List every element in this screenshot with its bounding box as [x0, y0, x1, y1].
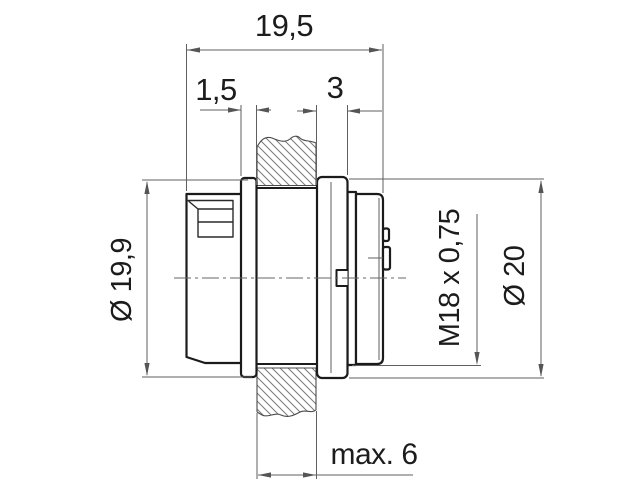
panel-section-top: [256, 135, 317, 187]
dim-label-overall-length: 19,5: [255, 8, 313, 43]
front-body: [354, 192, 385, 366]
dim-flange-width: 1,5: [195, 72, 271, 185]
rear-body-detail: [186, 199, 234, 238]
dim-front-diameter: Ø 20: [349, 178, 544, 379]
dim-label-panel-thickness: max. 6: [330, 438, 417, 471]
dim-label-front-diameter: Ø 20: [499, 246, 531, 307]
dim-body-diameter: Ø 19,9: [106, 179, 252, 378]
dim-thread-spec: M18 x 0,75: [352, 209, 481, 366]
dim-label-thread-spec: M18 x 0,75: [434, 209, 466, 347]
threaded-neck: [255, 187, 318, 365]
dim-label-body-diameter: Ø 19,9: [106, 238, 138, 322]
panel-break-line-top: [256, 135, 317, 148]
dim-nut-width: 3: [297, 70, 382, 185]
dim-overall-length: 19,5: [186, 8, 384, 193]
dim-label-flange-width: 1,5: [195, 72, 237, 107]
panel-break-line-bottom: [256, 409, 317, 417]
panel-section-bottom: [256, 367, 317, 417]
dim-label-nut-width: 3: [327, 70, 344, 105]
solder-contacts: [368, 227, 392, 271]
dim-panel-thickness: max. 6: [256, 411, 418, 479]
